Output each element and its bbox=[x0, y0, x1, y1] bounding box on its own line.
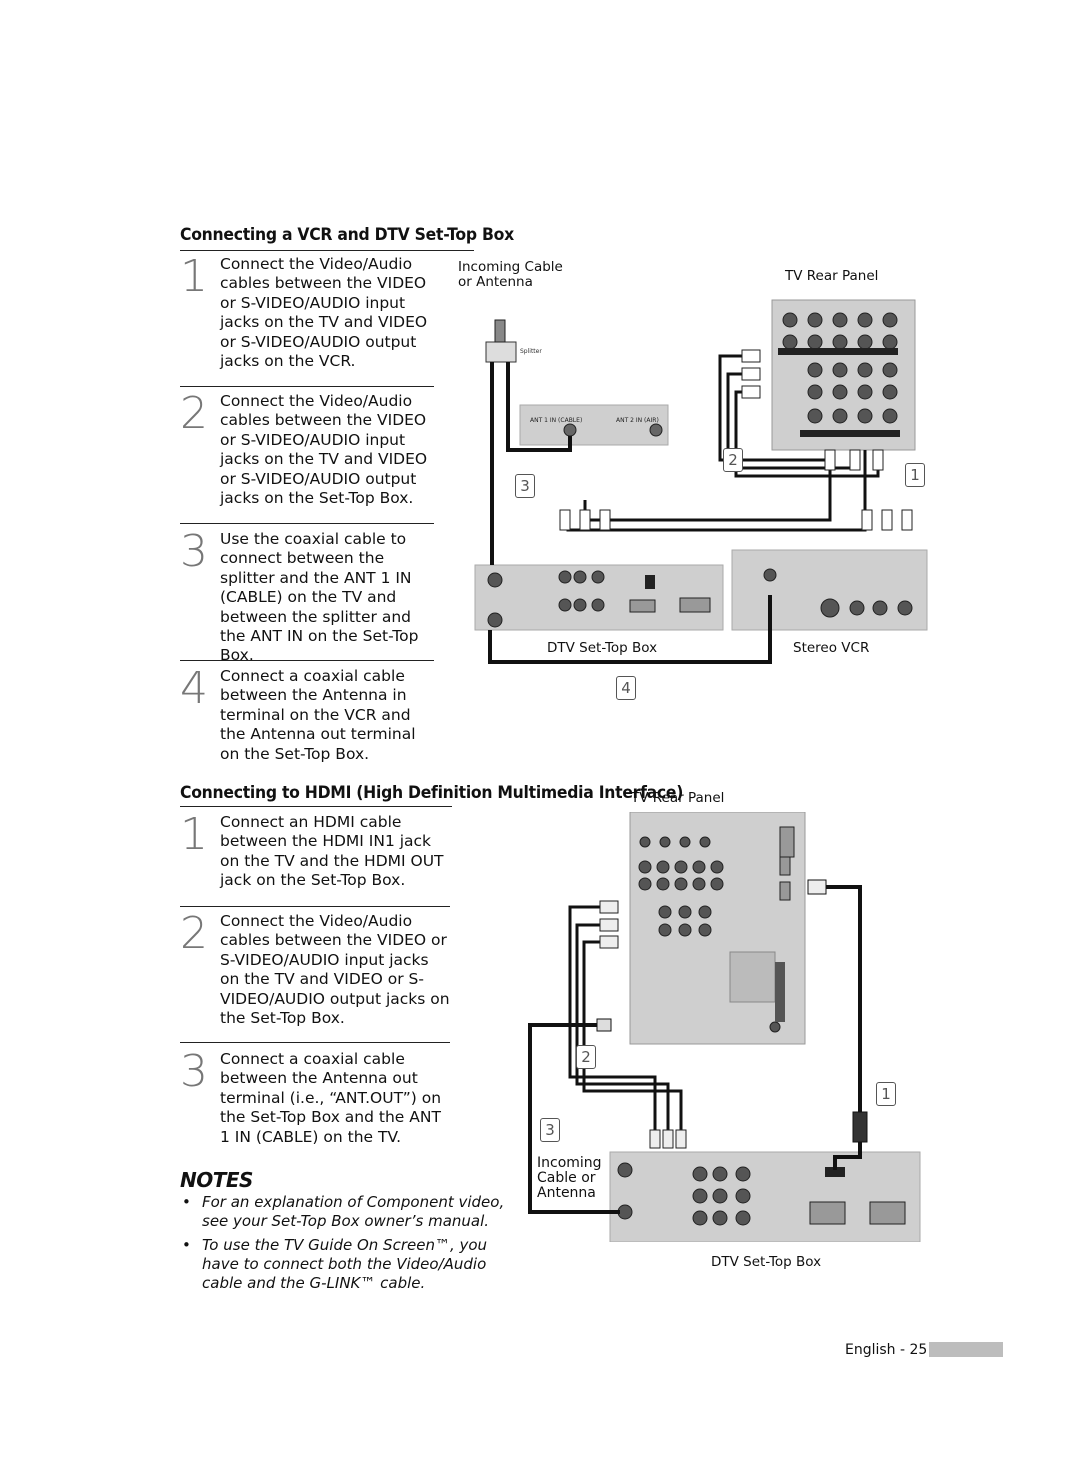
step-text: Connect a coaxial cable between the Ante… bbox=[220, 1050, 442, 1146]
hdmi-connection-diagram bbox=[528, 812, 921, 1242]
splitter-label: Splitter bbox=[520, 348, 542, 355]
note-text: To use the TV Guide On Screen™, you have… bbox=[202, 1236, 488, 1292]
s1-step-3: 3 Use the coaxial cable to connect betwe… bbox=[180, 526, 440, 665]
step-text: Connect the Video/Audio cables between t… bbox=[220, 255, 428, 371]
step-number: 1 bbox=[180, 809, 208, 860]
footer-bar bbox=[929, 1342, 1003, 1357]
badge-2: 2 bbox=[723, 448, 743, 472]
badge-1: 1 bbox=[905, 463, 925, 487]
vcr-label: Stereo VCR bbox=[793, 640, 870, 656]
step-text: Connect the Video/Audio cables between t… bbox=[220, 912, 450, 1028]
note-text: For an explanation of Component video, s… bbox=[202, 1193, 505, 1230]
divider bbox=[180, 660, 434, 661]
s1-step-4: 4 Connect a coaxial cable between the An… bbox=[180, 667, 440, 767]
step-number: 4 bbox=[180, 663, 208, 714]
section1-title: Connecting a VCR and DTV Set-Top Box bbox=[180, 225, 514, 245]
incoming-label: Incoming Cable or Antenna bbox=[458, 259, 563, 290]
s1-step-2: 2 Connect the Video/Audio cables between… bbox=[180, 392, 440, 512]
badge-4: 4 bbox=[616, 676, 636, 700]
step-number: 3 bbox=[180, 1046, 208, 1097]
notes-title: NOTES bbox=[180, 1168, 253, 1192]
step-text: Connect the Video/Audio cables between t… bbox=[220, 392, 428, 508]
s1-step-1: 1 Connect the Video/Audio cables between… bbox=[180, 255, 440, 375]
tv-rear-label-2: TV Rear Panel bbox=[631, 790, 725, 806]
divider bbox=[180, 1042, 450, 1043]
ant1-label: ANT 1 IN (CABLE) bbox=[530, 417, 582, 424]
stb-label-2: DTV Set-Top Box bbox=[711, 1254, 822, 1270]
divider bbox=[180, 906, 450, 907]
divider bbox=[180, 386, 434, 387]
bullet: • bbox=[182, 1236, 191, 1254]
stb-label: DTV Set-Top Box bbox=[547, 640, 658, 656]
note-1: • For an explanation of Component video,… bbox=[182, 1193, 512, 1231]
badge-3: 3 bbox=[515, 474, 535, 498]
s2-step-2: 2 Connect the Video/Audio cables between… bbox=[180, 912, 470, 1032]
note-2: • To use the TV Guide On Screen™, you ha… bbox=[182, 1236, 527, 1293]
step-text: Connect a coaxial cable between the Ante… bbox=[220, 667, 416, 763]
s2-step-3: 3 Connect a coaxial cable between the An… bbox=[180, 1050, 470, 1150]
step-number: 2 bbox=[180, 908, 208, 959]
vcr-stb-connection-diagram: Splitter ANT 1 IN (CABLE) ANT 2 IN (AIR) bbox=[474, 299, 928, 664]
section2-title-rule bbox=[180, 806, 452, 807]
step-text: Connect an HDMI cable between the HDMI I… bbox=[220, 813, 444, 890]
bullet: • bbox=[182, 1193, 191, 1211]
divider bbox=[180, 523, 434, 524]
section1-title-rule bbox=[180, 250, 474, 251]
s2-step-1: 1 Connect an HDMI cable between the HDMI… bbox=[180, 813, 470, 903]
badge-3b: 3 bbox=[540, 1118, 560, 1142]
section2-title: Connecting to HDMI (High Definition Mult… bbox=[180, 783, 684, 803]
incoming-label-2: Incoming Cable or Antenna bbox=[537, 1155, 602, 1201]
step-text: Use the coaxial cable to connect between… bbox=[220, 530, 419, 665]
step-number: 1 bbox=[180, 251, 208, 302]
tv-rear-label: TV Rear Panel bbox=[785, 268, 879, 284]
page-number: English - 25 bbox=[845, 1342, 928, 1358]
badge-2b: 2 bbox=[576, 1045, 596, 1069]
step-number: 2 bbox=[180, 388, 208, 439]
ant2-label: ANT 2 IN (AIR) bbox=[616, 417, 659, 424]
badge-1b: 1 bbox=[876, 1082, 896, 1106]
step-number: 3 bbox=[180, 526, 208, 577]
